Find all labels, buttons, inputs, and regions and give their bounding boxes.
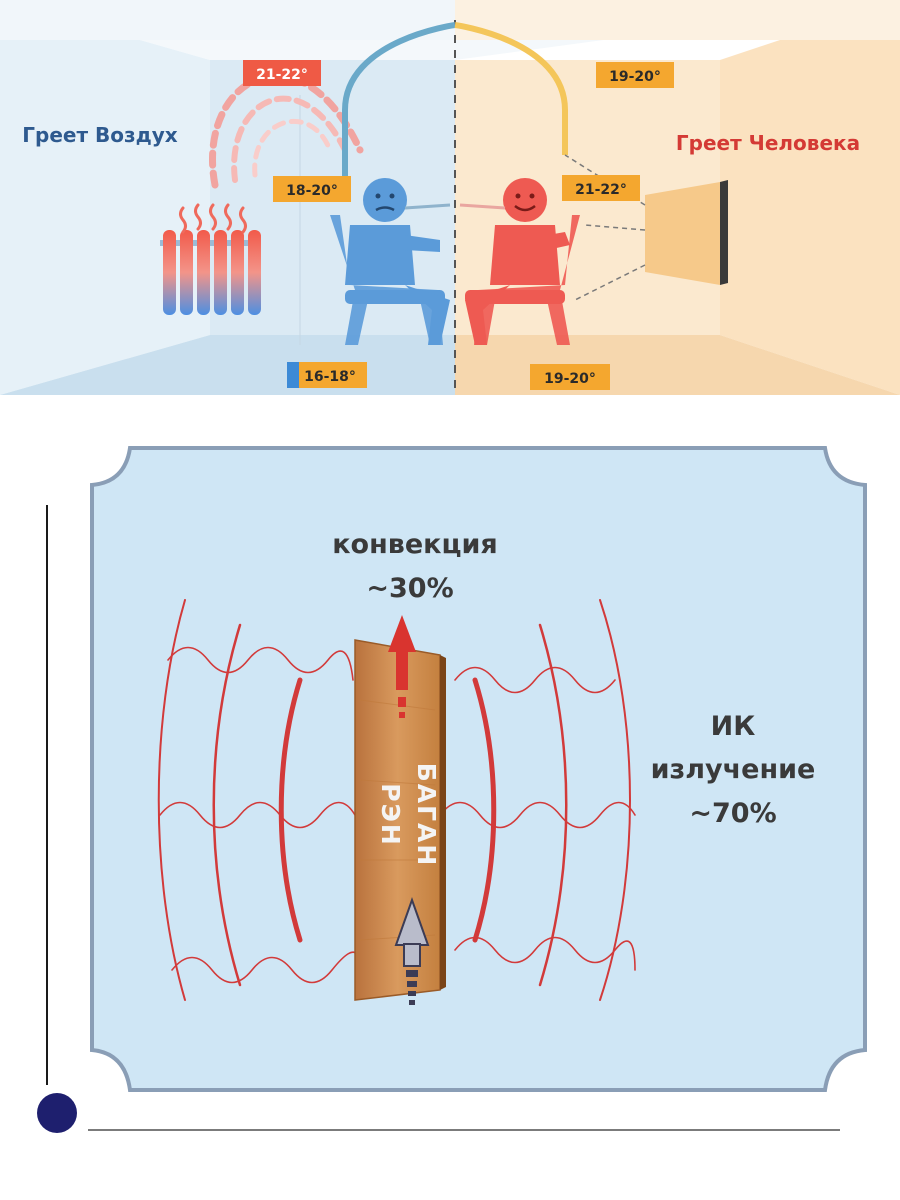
right-title: Греет Человека	[676, 131, 860, 155]
temp-tag-left-mid: 18-20°	[273, 176, 351, 202]
temp-tag-left-floor: 16-18°	[287, 362, 367, 388]
ir-label-line1: ИК	[711, 711, 756, 742]
temp-left-mid: 18-20°	[286, 183, 338, 199]
right-wall	[720, 0, 900, 395]
cold-person-icon	[330, 178, 450, 345]
temp-right-mid: 21-22°	[575, 182, 627, 198]
temp-left-ceiling: 21-22°	[256, 67, 308, 83]
warm-person-icon	[465, 178, 580, 345]
bullet-dot	[37, 1093, 77, 1133]
radiator-icon	[160, 203, 261, 315]
cool-arc	[342, 22, 456, 185]
convection-up-arrow-icon	[388, 615, 416, 718]
ir-wave-field	[157, 599, 636, 1001]
top-strip-left	[0, 0, 455, 40]
panel-brand-text-1: РЭН	[376, 783, 405, 847]
top-strip-right	[455, 0, 900, 40]
convection-label: конвекция	[332, 529, 498, 560]
ir-label-line2: излучение	[651, 754, 816, 785]
left-wall	[0, 0, 210, 395]
air-intake-arrow-icon	[394, 897, 430, 1005]
temp-tag-right-mid: 21-22°	[562, 175, 640, 201]
heater-panel: РЭН БАГАН	[354, 639, 446, 1001]
warm-link	[459, 203, 506, 210]
temp-left-floor: 16-18°	[304, 369, 356, 385]
panel-frame	[90, 446, 867, 1092]
temp-tag-left-ceiling: 21-22°	[243, 60, 321, 86]
convection-value: ~30%	[366, 573, 453, 604]
temp-right-floor: 19-20°	[544, 371, 596, 387]
air-vs-person-heating-illustration: Греет Воздух Греет Человека 21-22° 18-20…	[0, 0, 900, 395]
temp-tag-right-ceiling: 19-20°	[596, 62, 674, 88]
panel-brand-text-2: БАГАН	[412, 763, 441, 868]
temp-tag-right-floor: 19-20°	[530, 364, 610, 390]
warm-arc	[454, 22, 568, 155]
left-title: Греет Воздух	[22, 123, 178, 147]
cool-link	[404, 203, 451, 210]
temp-right-ceiling: 19-20°	[609, 69, 661, 85]
convection-vs-ir-diagram: РЭН БАГАН конвекция ~30% ИК излучение ~7…	[37, 446, 867, 1133]
ir-value: ~70%	[689, 798, 776, 829]
